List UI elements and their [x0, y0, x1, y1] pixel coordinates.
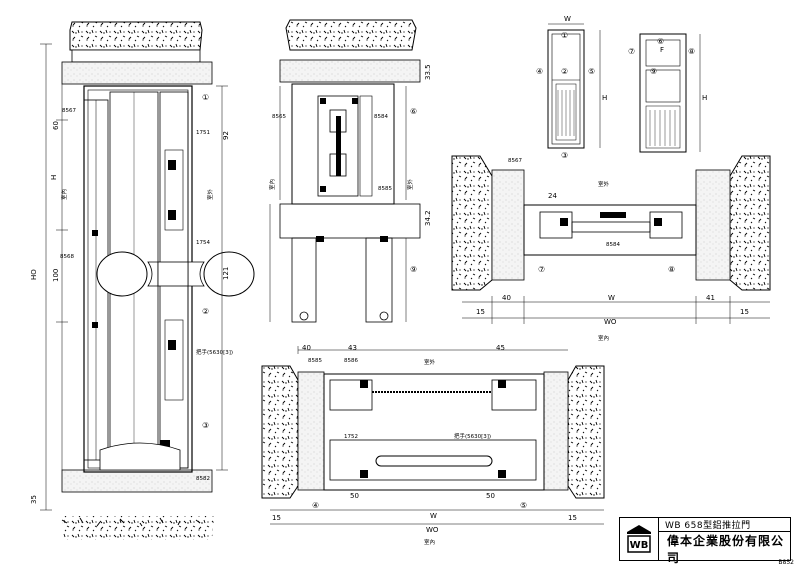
dim-label: F — [660, 46, 664, 54]
part-code: 8567 — [62, 108, 76, 114]
wb-logo-icon: WB — [627, 525, 651, 553]
dim-label: 121 — [222, 267, 230, 280]
dimension-labels: HO H 60 100 35 121 92 33.5 34.2 40 43 45… — [30, 15, 749, 534]
section-number: ⑧ — [668, 265, 675, 274]
side-label: 室內 — [424, 538, 435, 546]
section-number: ⑨ — [410, 265, 417, 274]
dim-label: 100 — [52, 269, 60, 282]
dim-label: 45 — [496, 344, 505, 352]
dim-label: 40 — [302, 344, 311, 352]
part-code: 把手(5630[3]) — [454, 432, 491, 440]
section-number: ⑧ — [688, 47, 695, 56]
dim-label: 35 — [30, 495, 38, 504]
part-code: 8586 — [344, 358, 358, 364]
dim-label: 40 — [502, 294, 511, 302]
part-code: 把手(5630[3]) — [196, 348, 233, 356]
dim-label: 50 — [486, 492, 495, 500]
section-number-labels: ① ② ③ ⑥ ⑨ ⑦ ⑧ ④ ⑤ ① ④ ⑤ ② ③ ⑥ ⑦ ⑧ ⑨ — [202, 31, 695, 510]
dim-label: 15 — [476, 308, 485, 316]
dim-label: 50 — [350, 492, 359, 500]
part-code: 8584 — [374, 114, 388, 120]
section-number: ⑨ — [650, 67, 657, 76]
section-number: ⑦ — [538, 265, 545, 274]
side-labels: 室內 室外 室內 室外 室外 室內 室外 室內 — [60, 178, 610, 546]
section-number: ⑤ — [520, 501, 527, 510]
dim-label: H — [50, 175, 58, 180]
part-code: 8565 — [272, 114, 286, 120]
dim-label: WO — [426, 526, 439, 534]
dim-label: WO — [604, 318, 617, 326]
part-code: 8567 — [508, 158, 522, 164]
part-code: 8584 — [606, 242, 620, 248]
logo-text: WB — [630, 540, 649, 551]
section-number: ② — [561, 67, 568, 76]
side-label: 室外 — [424, 358, 436, 366]
section-number: ⑥ — [410, 107, 417, 116]
vertical-section-left — [40, 21, 255, 540]
part-code: 1754 — [196, 240, 210, 246]
dim-label: 34.2 — [424, 210, 432, 226]
section-number: ③ — [202, 421, 209, 430]
dim-label: W — [564, 15, 571, 23]
horizontal-section-right — [451, 155, 771, 324]
section-number: ⑥ — [657, 37, 664, 46]
part-code: 8583 — [606, 213, 620, 219]
elevation-views — [547, 23, 701, 153]
dim-label: 60 — [52, 121, 60, 130]
sheet-code: B852 — [778, 559, 794, 566]
part-code: 8585 — [308, 358, 322, 364]
part-code: 8585 — [378, 186, 392, 192]
section-number: ④ — [312, 501, 319, 510]
drawing-title: WB 658型鋁推拉門 — [659, 518, 790, 532]
dim-label: 15 — [272, 514, 281, 522]
dim-label: 92 — [222, 131, 230, 140]
side-label: 室外 — [598, 180, 610, 188]
dim-label: 41 — [706, 294, 715, 302]
side-label: 室外 — [406, 178, 414, 190]
company-logo: WB — [620, 518, 659, 560]
part-code: 8568 — [60, 254, 74, 260]
vertical-section-middle — [269, 19, 421, 323]
part-code: 1752 — [344, 434, 358, 440]
dim-label: 15 — [740, 308, 749, 316]
section-number: ③ — [561, 151, 568, 160]
dim-label: W — [608, 294, 615, 302]
title-block: WB WB 658型鋁推拉門 偉本企業股份有限公司 — [619, 517, 791, 565]
section-number: ⑤ — [588, 67, 595, 76]
section-number: ④ — [536, 67, 543, 76]
dim-label: W — [430, 512, 437, 520]
side-label: 室外 — [206, 188, 214, 200]
section-number: ⑦ — [628, 47, 635, 56]
section-number: ② — [202, 307, 209, 316]
side-label: 室內 — [60, 189, 68, 200]
side-label: 室內 — [268, 179, 276, 190]
section-number: ① — [561, 31, 568, 40]
dim-label: 43 — [348, 344, 357, 352]
company-name: 偉本企業股份有限公司 — [667, 534, 785, 565]
title-block-text: WB 658型鋁推拉門 偉本企業股份有限公司 — [659, 518, 790, 565]
side-label: 室內 — [598, 334, 609, 342]
dim-label: 24 — [548, 192, 557, 200]
dim-label: H — [702, 94, 707, 102]
part-code-labels: 8567 1751 8568 1754 把手(5630[3]) 8582 856… — [60, 108, 620, 482]
part-code: 1751 — [196, 130, 210, 136]
dim-label: HO — [30, 269, 38, 280]
dim-label: 15 — [568, 514, 577, 522]
horizontal-section-bottom — [261, 346, 605, 525]
dim-label: H — [602, 94, 607, 102]
section-number: ① — [202, 93, 209, 102]
part-code: 8582 — [196, 476, 210, 482]
dim-label: 33.5 — [424, 64, 432, 80]
